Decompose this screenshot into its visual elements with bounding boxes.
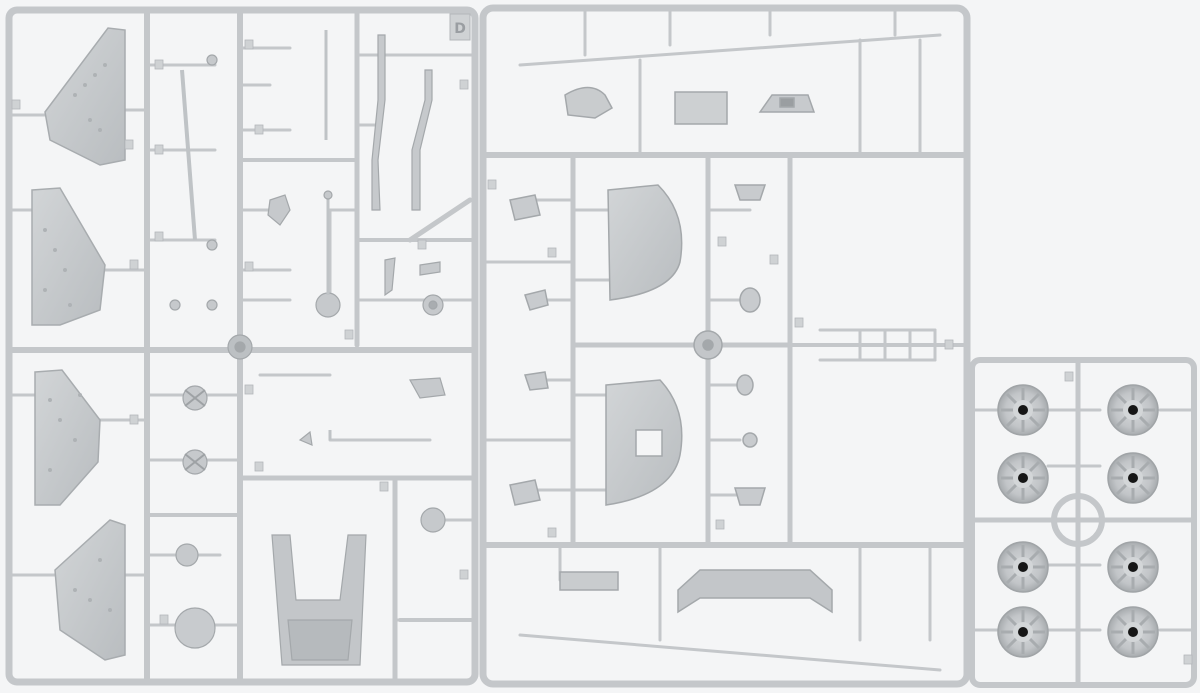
center-parts — [509, 86, 833, 614]
rivet-details — [43, 63, 112, 612]
road-wheel — [1107, 541, 1159, 593]
left-sprue-letter-tab: D — [449, 13, 471, 41]
part-number-tags — [11, 39, 1193, 665]
armor-panel-4 — [54, 519, 126, 661]
hatch-opening — [635, 429, 663, 457]
wheel-sprue — [969, 357, 1197, 688]
road-wheels — [997, 384, 1159, 658]
road-wheel — [997, 384, 1049, 436]
center-sprue — [479, 4, 971, 688]
left-sprue-letter: D — [454, 21, 466, 37]
road-wheel — [1107, 384, 1159, 436]
top-part-box — [674, 91, 728, 125]
road-wheel — [997, 541, 1049, 593]
top-part-curved — [564, 86, 614, 119]
left-sprue — [5, 6, 479, 686]
left-small-parts — [169, 30, 446, 666]
left-armor-panels — [31, 27, 126, 661]
armor-panel-2 — [31, 187, 106, 326]
armor-panel-1 — [44, 27, 126, 166]
road-wheel — [997, 606, 1049, 658]
bottom-bracket-part — [677, 569, 833, 614]
road-wheel — [1107, 452, 1159, 504]
wheel-sprue-ring — [1051, 493, 1105, 547]
road-wheel — [997, 452, 1049, 504]
road-wheel — [1107, 606, 1159, 658]
hatch-panel-upper — [607, 184, 683, 301]
